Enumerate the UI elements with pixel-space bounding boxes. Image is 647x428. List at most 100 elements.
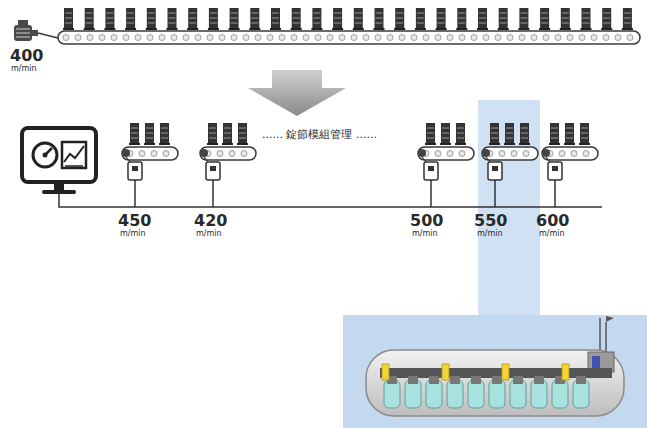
spindle-spool	[208, 8, 219, 30]
highlight-column	[478, 100, 540, 316]
spindle-spool	[237, 123, 248, 145]
wheel	[384, 380, 400, 408]
wheel	[573, 380, 589, 408]
belt-roller	[255, 35, 261, 41]
spindle-spool	[504, 123, 515, 145]
belt-roller	[139, 151, 145, 157]
spindle-spool	[518, 8, 529, 30]
belt-roller	[523, 151, 529, 157]
belt-roller	[387, 35, 393, 41]
speed-unit: m/min	[412, 230, 438, 239]
spindle-spool	[560, 8, 571, 30]
belt-roller	[291, 35, 297, 41]
speed-value: 500	[410, 212, 443, 230]
belt-roller	[411, 35, 417, 41]
bearing	[429, 376, 439, 384]
group-caption: ...... 錠節模組管理 ......	[262, 129, 377, 141]
belt-roller	[375, 35, 381, 41]
belt-roller	[217, 151, 223, 157]
spindle-spool	[332, 8, 343, 30]
spindle-spool	[436, 8, 447, 30]
spindle-spool	[353, 8, 364, 30]
module-row	[122, 123, 598, 207]
belt-roller	[507, 35, 513, 41]
spindle-spool	[581, 8, 592, 30]
belt-roller	[459, 35, 465, 41]
transition-arrow	[248, 70, 346, 116]
bearing	[450, 376, 460, 384]
belt-roller	[231, 35, 237, 41]
belt-roller	[499, 151, 505, 157]
belt-roller	[447, 35, 453, 41]
speed-unit: m/min	[477, 230, 503, 239]
belt-roller	[111, 35, 117, 41]
spindle-spool	[104, 8, 115, 30]
monitor-icon	[22, 128, 96, 194]
belt-roller	[543, 35, 549, 41]
belt-roller	[339, 35, 345, 41]
spindle-spool	[291, 8, 302, 30]
spindle-spool	[374, 8, 385, 30]
belt-roller	[163, 151, 169, 157]
belt-roller	[241, 151, 247, 157]
spindle-spool	[146, 8, 157, 30]
belt-roller	[435, 35, 441, 41]
speed-unit: m/min	[120, 230, 146, 239]
belt-roller	[243, 35, 249, 41]
spindle-spool	[477, 8, 488, 30]
spindle-spool	[455, 123, 466, 145]
detail-panel	[343, 315, 647, 428]
wheel	[510, 380, 526, 408]
belt-roller	[229, 151, 235, 157]
belt-roller	[315, 35, 321, 41]
spindle-spool	[498, 8, 509, 30]
spindle-module	[418, 123, 474, 207]
belt-roller	[583, 151, 589, 157]
spindle-spool	[167, 8, 178, 30]
spindle-spool	[159, 123, 170, 145]
spindle-spool	[425, 123, 436, 145]
spindle-spool	[394, 8, 405, 30]
wheel	[468, 380, 484, 408]
bearing	[471, 376, 481, 384]
spindle-spool	[549, 123, 560, 145]
spindle-spool	[187, 8, 198, 30]
spindle-spool	[63, 8, 74, 30]
spindle-spool	[415, 8, 426, 30]
belt-roller	[555, 35, 561, 41]
spindle-spool	[622, 8, 633, 30]
belt-roller	[531, 35, 537, 41]
wheel	[489, 380, 505, 408]
yellow-bracket	[562, 364, 569, 380]
spindle-spool	[249, 8, 260, 30]
yellow-bracket	[442, 364, 449, 380]
wheel	[552, 380, 568, 408]
spindle-spool	[144, 123, 155, 145]
belt-roller	[147, 35, 153, 41]
spindle-spool	[456, 8, 467, 30]
spindle-module	[542, 123, 598, 207]
spindle-module	[482, 123, 538, 207]
long-conveyor-belt	[58, 31, 640, 44]
belt-roller	[63, 35, 69, 41]
yellow-bracket	[502, 364, 509, 380]
belt-roller	[363, 35, 369, 41]
speed-value: 400	[10, 47, 43, 65]
belt-roller	[447, 151, 453, 157]
belt-roller	[183, 35, 189, 41]
belt-roller	[559, 151, 565, 157]
spindle-spool	[270, 8, 281, 30]
spindle-spool	[311, 8, 322, 30]
belt-roller	[351, 35, 357, 41]
belt-roller	[603, 35, 609, 41]
yellow-bracket	[382, 364, 389, 380]
belt-roller	[219, 35, 225, 41]
speed-value: 600	[536, 212, 569, 230]
spindle-spool	[579, 123, 590, 145]
spindle-spool	[601, 8, 612, 30]
belt-roller	[519, 35, 525, 41]
speed-value: 550	[474, 212, 507, 230]
belt-roller	[399, 35, 405, 41]
belt-roller	[471, 35, 477, 41]
bearing	[492, 376, 502, 384]
